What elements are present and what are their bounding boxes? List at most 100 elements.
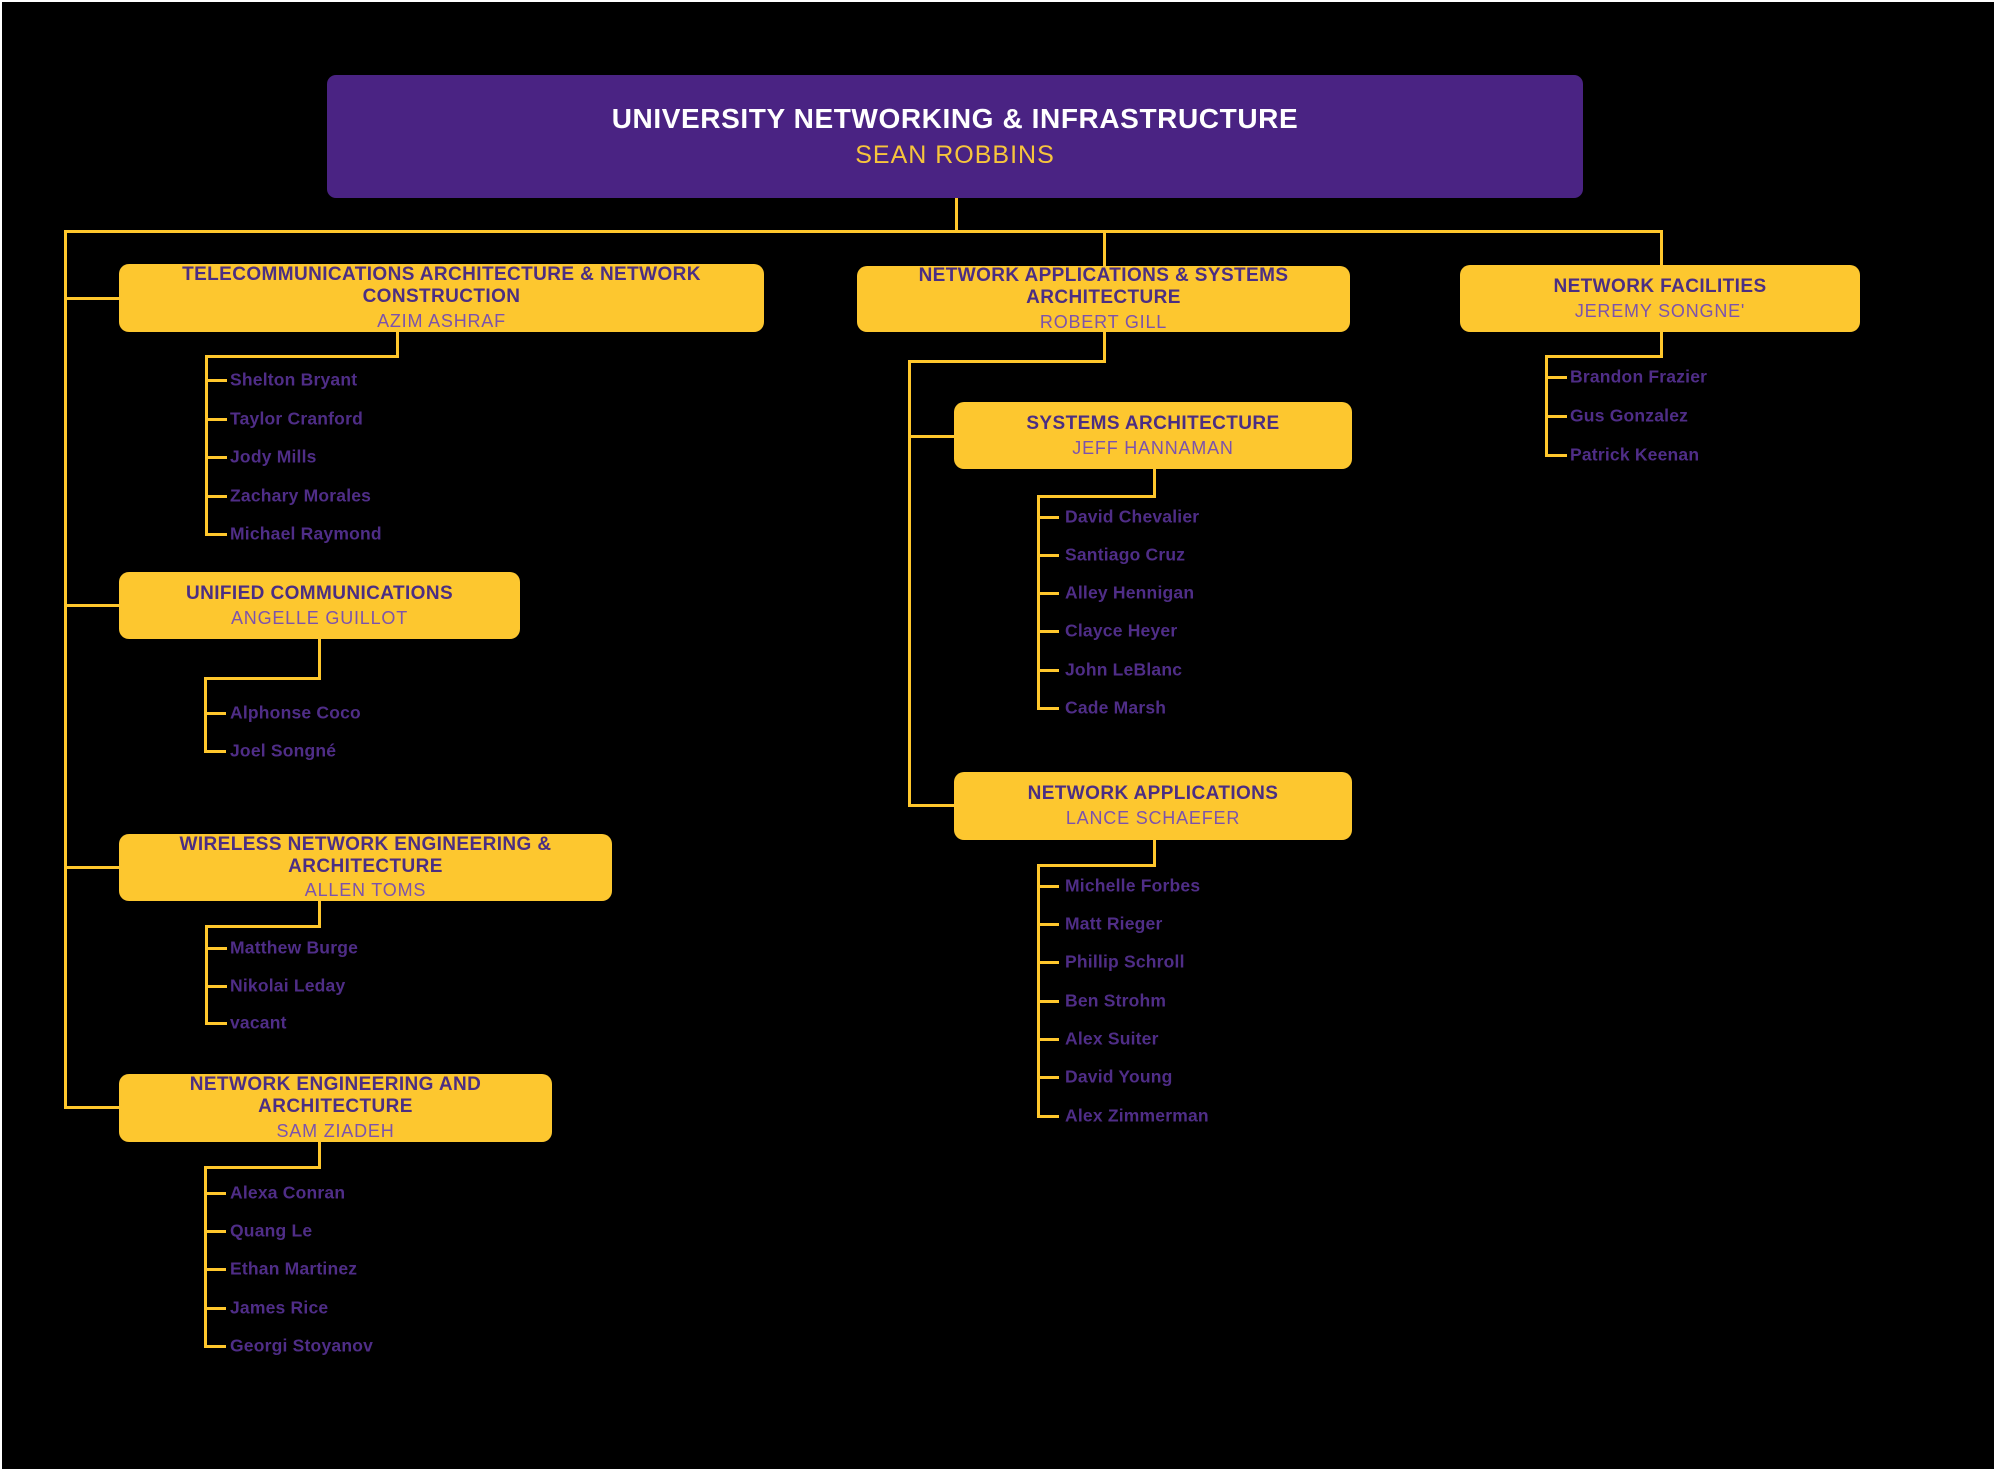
dept-title: UNIFIED COMMUNICATIONS [185,582,454,604]
member-name: Matthew Burge [230,937,359,958]
connector-tick [1545,415,1567,418]
member-name: Gus Gonzalez [1570,405,1689,426]
connector-tick [1037,885,1059,888]
connector-left-spine [64,230,67,1108]
member-name: Shelton Bryant [230,369,358,390]
member-name: Quang Le [230,1220,313,1241]
dept-title: SYSTEMS ARCHITECTURE [1026,412,1280,434]
connector-tick [205,379,227,382]
member-name: vacant [230,1012,287,1033]
member-name: James Rice [230,1297,329,1318]
member-name: Matt Rieger [1065,913,1163,934]
connector-neteng-elbow [204,1166,321,1169]
connector-gill-bottom-drop [1103,332,1106,360]
member-name: Michelle Forbes [1065,875,1201,896]
connector-tick [204,1345,226,1348]
member-name: David Chevalier [1065,506,1200,527]
connector-sysarch-elbow [1037,495,1156,498]
connector-facilities-top-drop [1660,230,1663,265]
connector-stub-unified [64,604,119,607]
dept-box-unified-communications: UNIFIED COMMUNICATIONS ANGELLE GUILLOT [119,572,520,639]
connector-tick [1037,630,1059,633]
connector-root-drop [955,198,958,230]
connector-netapps-elbow [1037,864,1156,867]
connector-gill-top-drop [1103,230,1106,268]
connector-tick [204,712,226,715]
connector-wireless-drop [318,901,321,925]
dept-title: TELECOMMUNICATIONS ARCHITECTURE & NETWOR… [182,264,701,308]
connector-middle-spine [908,360,911,807]
connector-wireless-elbow [205,925,321,928]
connector-tick [205,533,227,536]
connector-unified-spine [204,677,207,753]
member-name: Alex Suiter [1065,1028,1159,1049]
connector-telecom-spine [205,355,208,536]
dept-manager: SAM ZIADEH [276,1120,395,1141]
connector-tick [1037,1076,1059,1079]
connector-middle-elbow [908,360,1106,363]
connector-facilities-spine [1545,355,1548,457]
connector-tick [204,1268,226,1271]
connector-tick [1037,554,1059,557]
dept-manager: ANGELLE GUILLOT [230,607,409,628]
connector-tick [1037,592,1059,595]
dept-manager: ROBERT GILL [1039,311,1168,332]
connector-tick [205,1022,227,1025]
connector-tick [205,985,227,988]
member-name: Nikolai Leday [230,975,346,996]
member-name: Jody Mills [230,446,317,467]
member-name: Santiago Cruz [1065,544,1186,565]
connector-stub-network-applications [908,804,954,807]
connector-tick [1037,1038,1059,1041]
connector-tick [204,750,226,753]
dept-manager: LANCE SCHAEFER [1065,808,1241,829]
connector-tick [1545,376,1567,379]
connector-tick [205,456,227,459]
member-name: Patrick Keenan [1570,444,1700,465]
dept-box-network-facilities: NETWORK FACILITIES JEREMY SONGNE' [1460,265,1860,332]
member-name: Zachary Morales [230,485,372,506]
connector-tick [1545,454,1567,457]
connector-telecom-elbow [205,355,399,358]
root-manager: SEAN ROBBINS [855,141,1055,170]
connector-tick [1037,1115,1059,1118]
connector-wireless-spine [205,925,208,1025]
connector-tick [205,947,227,950]
dept-title: WIRELESS NETWORK ENGINEERING & ARCHITECT… [179,833,552,877]
dept-manager: JEREMY SONGNE' [1574,300,1746,321]
connector-tick [1037,669,1059,672]
connector-stub-wireless [64,866,119,869]
dept-box-systems-architecture: SYSTEMS ARCHITECTURE JEFF HANNAMAN [954,402,1352,469]
connector-tick [204,1307,226,1310]
member-name: Phillip Schroll [1065,951,1185,972]
member-name: Ethan Martinez [230,1258,358,1279]
connector-unified-elbow [204,677,321,680]
dept-manager: ALLEN TOMS [304,880,427,901]
member-name: Taylor Cranford [230,408,363,429]
connector-telecom-drop [396,332,399,355]
connector-tick [205,418,227,421]
connector-tick [204,1230,226,1233]
connector-facilities-bottom-drop [1660,332,1663,355]
connector-facilities-elbow [1545,355,1663,358]
connector-tick [1037,961,1059,964]
member-name: Brandon Frazier [1570,366,1708,387]
dept-box-telecom: TELECOMMUNICATIONS ARCHITECTURE & NETWOR… [119,264,764,332]
connector-neteng-drop [318,1142,321,1166]
member-name: Alphonse Coco [230,702,361,723]
member-name: David Young [1065,1066,1173,1087]
connector-stub-telecom [64,297,119,300]
member-name: John LeBlanc [1065,659,1183,680]
dept-manager: AZIM ASHRAF [377,310,506,331]
member-name: Alex Zimmerman [1065,1105,1209,1126]
dept-title: NETWORK APPLICATIONS [1027,783,1279,805]
root-title: UNIVERSITY NETWORKING & INFRASTRUCTURE [611,103,1299,135]
connector-tick [1037,516,1059,519]
connector-tick [205,495,227,498]
dept-box-network-apps-systems: NETWORK APPLICATIONS & SYSTEMS ARCHITECT… [857,265,1350,332]
dept-manager: JEFF HANNAMAN [1072,437,1234,458]
connector-stub-network-engineering [64,1106,119,1109]
connector-main-horizontal [64,230,1661,233]
connector-tick [1037,707,1059,710]
